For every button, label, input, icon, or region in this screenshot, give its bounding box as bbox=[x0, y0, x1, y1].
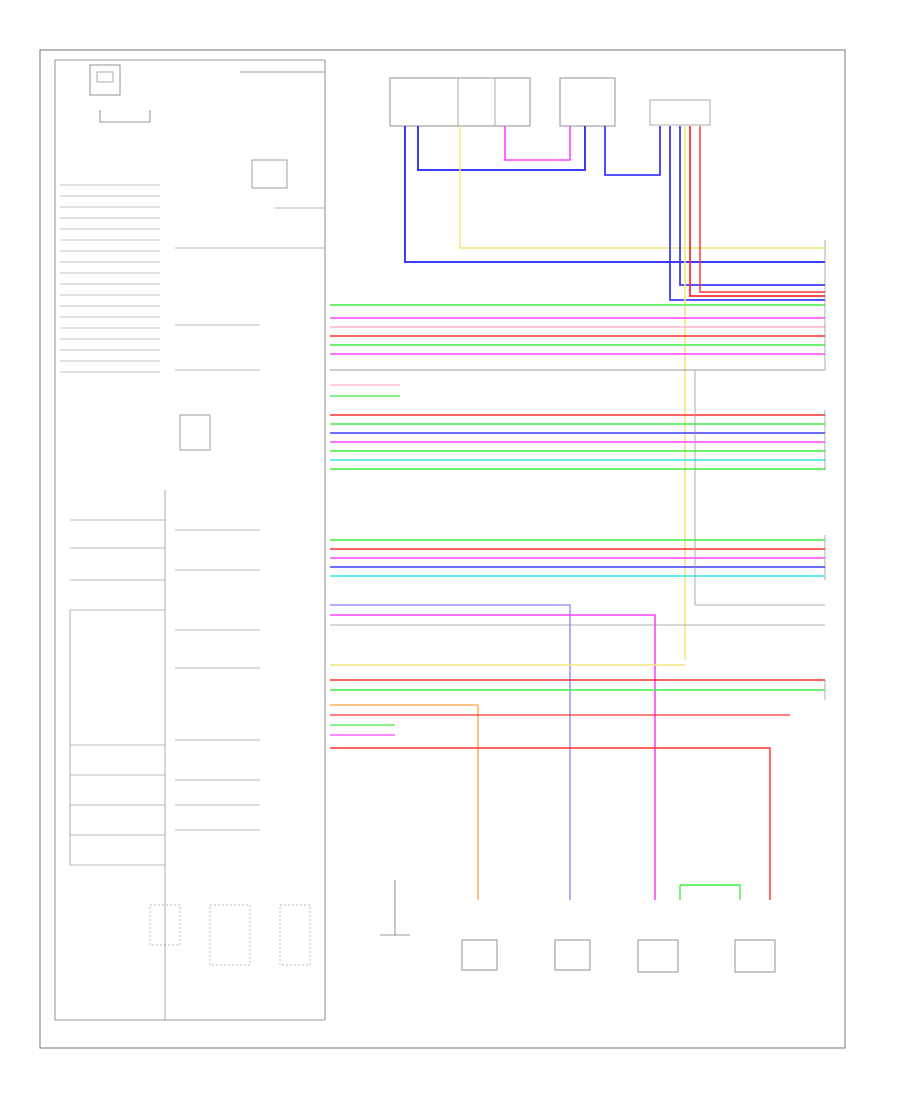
indicator-box bbox=[179, 159, 288, 451]
left-switch-group bbox=[69, 490, 166, 1020]
meter-tray-icon bbox=[99, 110, 151, 123]
fuel-sender-box bbox=[637, 939, 679, 973]
bottom-bus-block bbox=[330, 679, 825, 736]
ground-symbol-bottom bbox=[380, 880, 410, 936]
left-bus-lines bbox=[60, 184, 160, 373]
upper-bus-block bbox=[330, 304, 825, 397]
diagram-border bbox=[39, 49, 846, 1049]
top-connector-group bbox=[389, 77, 711, 127]
meter-gauge-icon bbox=[89, 64, 121, 96]
top-vertical-wires bbox=[404, 126, 825, 660]
middle-bus-block bbox=[330, 414, 825, 470]
sensor-drop-wires bbox=[330, 370, 825, 900]
lower-bus-block bbox=[330, 539, 825, 577]
component-box-2 bbox=[554, 939, 591, 971]
fuel-pump-box bbox=[734, 939, 776, 973]
combination-meter-box bbox=[54, 59, 326, 1021]
bottom-relay-group bbox=[149, 904, 311, 966]
component-box-1 bbox=[461, 939, 498, 971]
right-switch-group bbox=[175, 71, 325, 831]
